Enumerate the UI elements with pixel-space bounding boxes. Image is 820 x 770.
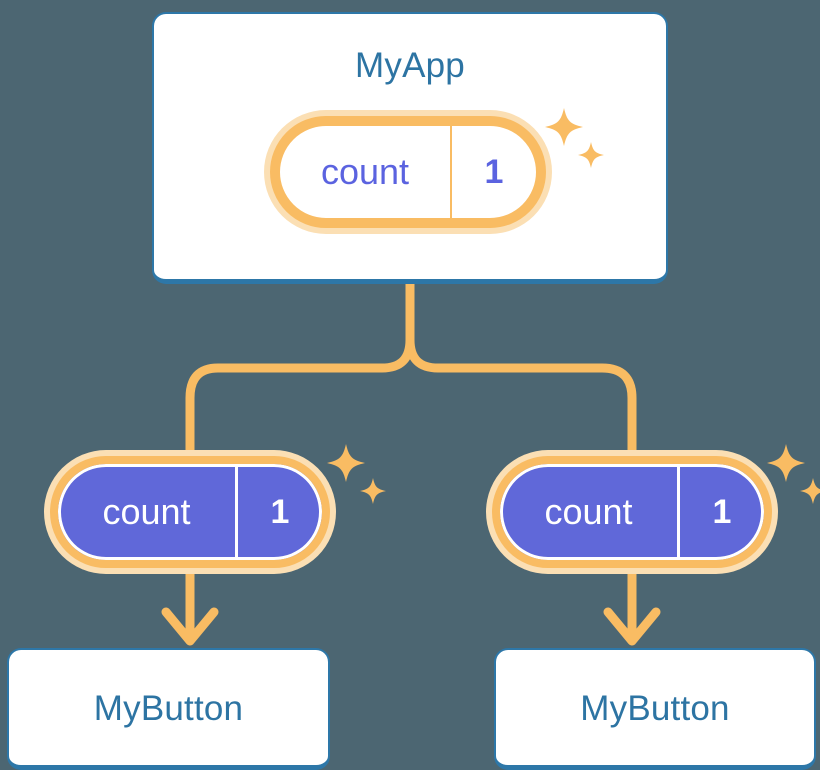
state-value-label: 1	[677, 464, 764, 560]
sparkle-icon-small	[360, 478, 386, 504]
sparkle-icon-large	[327, 444, 365, 482]
state-key-label: count	[102, 491, 191, 532]
component-title-mybutton-left: MyButton	[93, 689, 244, 728]
state-key-label: count	[544, 491, 633, 532]
pill-body[interactable]: count 1	[270, 116, 546, 228]
pill-body[interactable]: count 1	[492, 456, 772, 568]
wire-to-left-child	[185, 339, 415, 455]
arrow-down-icon-left	[161, 607, 219, 646]
state-pill-right-child[interactable]: count 1	[486, 450, 778, 574]
state-value-label: 1	[450, 126, 536, 218]
state-pill-myapp[interactable]: count 1	[264, 110, 552, 234]
state-value-label: 1	[235, 464, 322, 560]
state-key-label: count	[320, 151, 410, 192]
state-pill-left-child[interactable]: count 1	[44, 450, 336, 574]
component-title-mybutton-right: MyButton	[580, 689, 730, 728]
sparkle-icon-small	[800, 478, 820, 504]
wire-to-right-child	[405, 339, 637, 455]
pill-body[interactable]: count 1	[50, 456, 330, 568]
component-card-mybutton-right[interactable]: MyButton	[494, 648, 816, 770]
component-title-myapp: MyApp	[355, 46, 465, 85]
sparkle-icon-large	[767, 444, 805, 482]
component-card-mybutton-left[interactable]: MyButton	[7, 648, 330, 770]
arrow-down-icon-right	[603, 607, 661, 646]
